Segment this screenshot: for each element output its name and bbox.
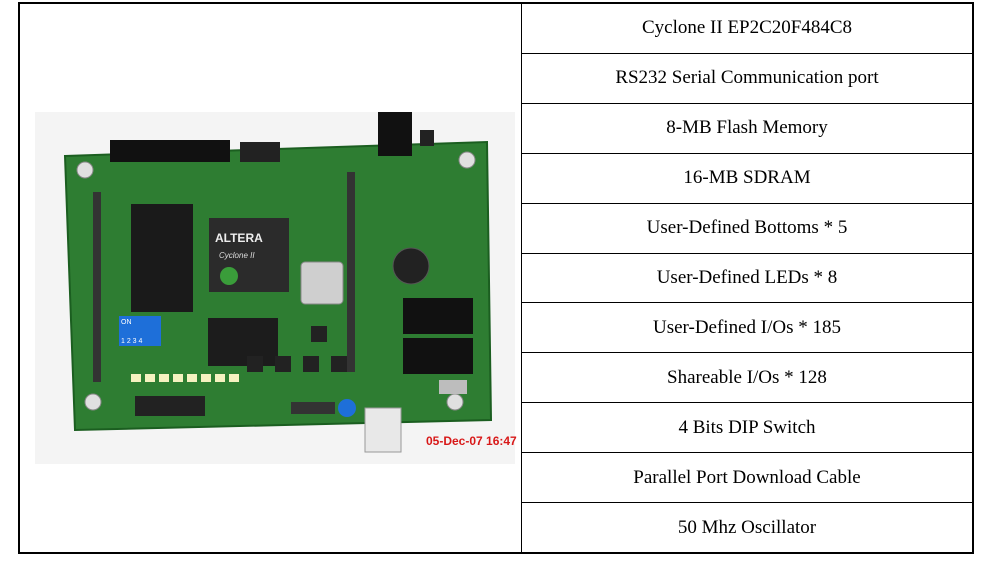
dip-switch-numbers: 1 2 3 4 xyxy=(121,338,143,345)
spec-row-dip-switch: 4 Bits DIP Switch xyxy=(522,403,972,454)
spec-row-user-ios: User-Defined I/Os * 185 xyxy=(522,303,972,354)
photo-timestamp: 05-Dec-07 16:47 xyxy=(426,434,517,448)
spec-list: Cyclone II EP2C20F484C8 RS232 Serial Com… xyxy=(522,4,972,552)
spec-row-flash: 8-MB Flash Memory xyxy=(522,104,972,154)
spec-row-buttons: User-Defined Bottoms * 5 xyxy=(522,204,972,254)
spec-table: ALTERA Cyclone II ON 1 2 3 4 xyxy=(18,2,974,554)
spec-row-leds: User-Defined LEDs * 8 xyxy=(522,254,972,304)
spec-row-sdram: 16-MB SDRAM xyxy=(522,154,972,204)
spec-row-download-cable: Parallel Port Download Cable xyxy=(522,453,972,504)
push-buttons xyxy=(247,326,347,372)
chip-brand-text: ALTERA xyxy=(215,231,263,245)
spec-row-shareable-ios: Shareable I/Os * 128 xyxy=(522,353,972,404)
led-row xyxy=(131,374,239,382)
fpga-board-photo: ALTERA Cyclone II ON 1 2 3 4 xyxy=(35,112,515,464)
spec-row-rs232: RS232 Serial Communication port xyxy=(522,54,972,104)
dip-switch-label: ON xyxy=(121,319,132,326)
chip-model-text: Cyclone II xyxy=(219,251,255,260)
spec-row-oscillator: 50 Mhz Oscillator xyxy=(677,516,817,538)
board-photo-cell: ALTERA Cyclone II ON 1 2 3 4 xyxy=(20,4,522,552)
spec-row-fpga: Cyclone II EP2C20F484C8 xyxy=(522,4,972,54)
